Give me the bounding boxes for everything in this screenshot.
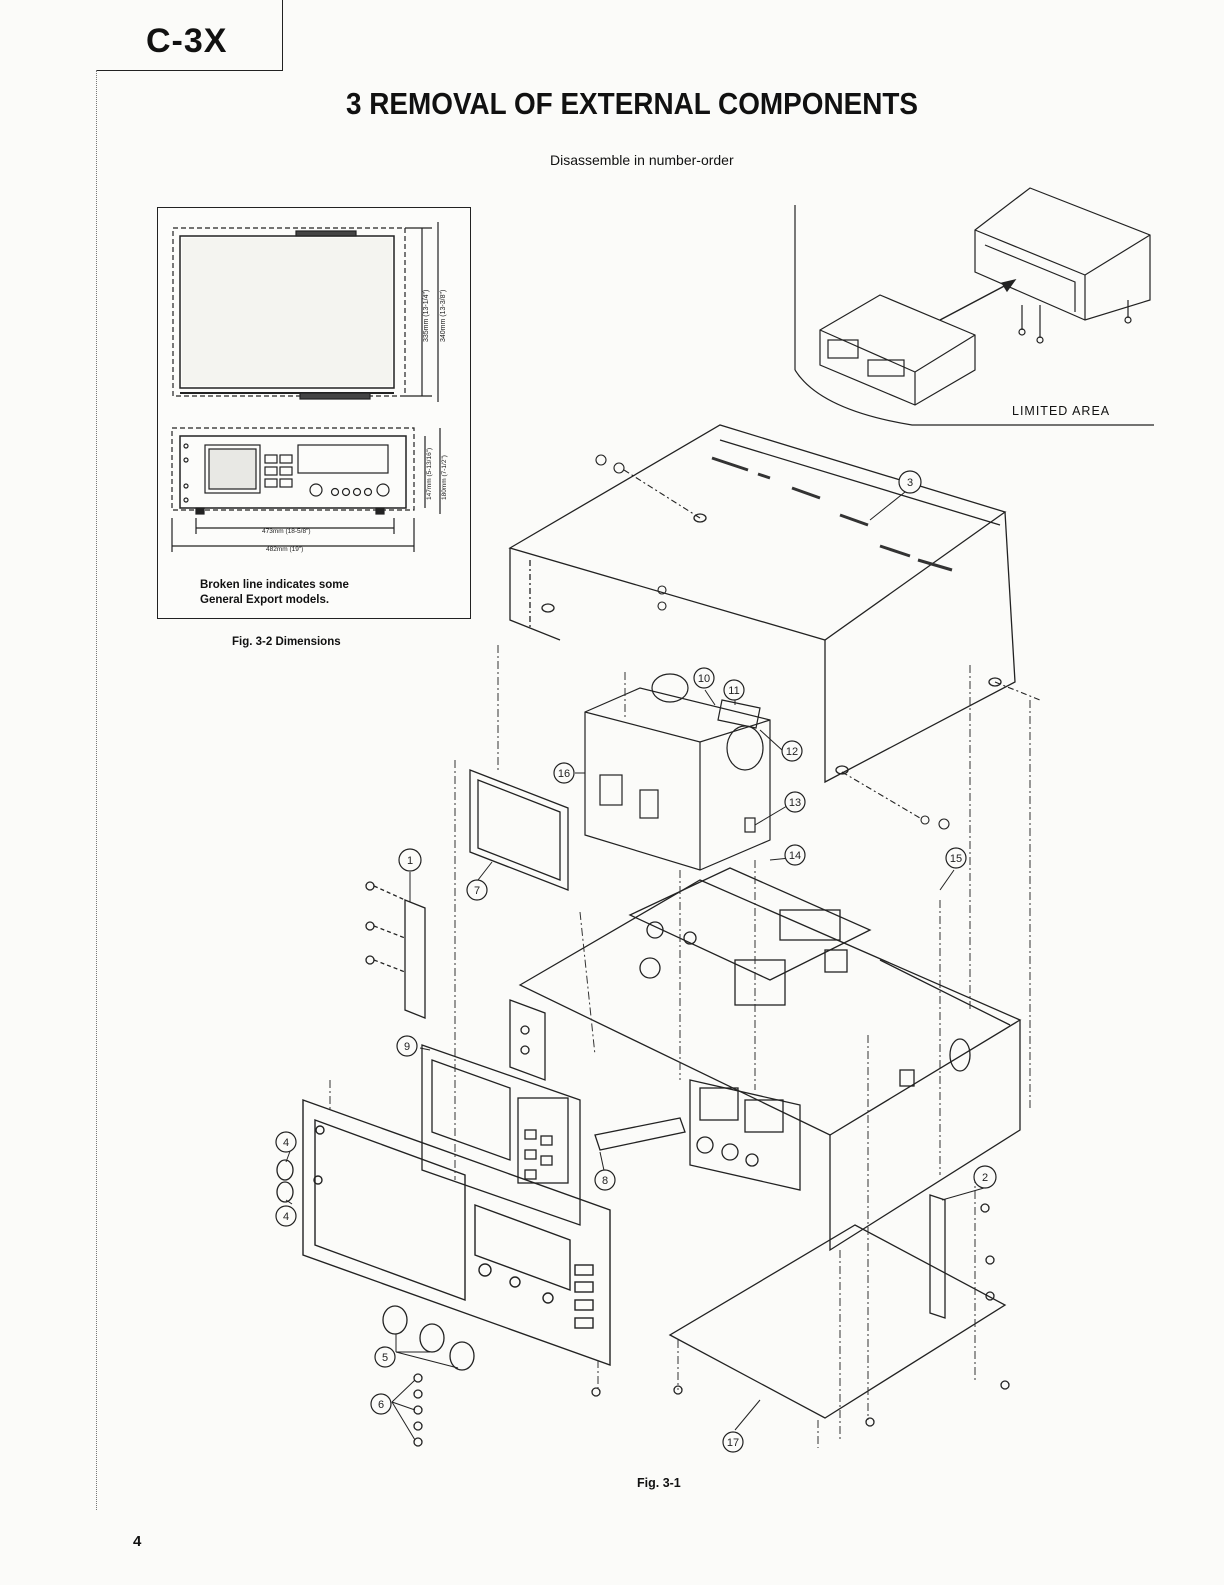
callout-7: 7	[467, 880, 487, 900]
limited-area-inset	[795, 188, 1154, 425]
svg-text:15: 15	[950, 853, 962, 865]
front-panel	[303, 1100, 610, 1365]
svg-text:2: 2	[982, 1172, 988, 1184]
top-view-dimension-labels: 335mm (13-1/4") 340mm (13-3/8")	[423, 290, 447, 342]
left-bracket	[366, 882, 425, 1018]
svg-text:14: 14	[789, 850, 801, 862]
callout-10: 10	[694, 668, 714, 688]
callout-4b: 4	[276, 1206, 296, 1226]
svg-text:10: 10	[698, 673, 710, 685]
svg-text:1: 1	[407, 855, 413, 867]
right-bracket-and-bottom	[592, 1195, 1009, 1426]
callout-13: 13	[785, 792, 805, 812]
dimensions-note-line-1: Broken line indicates some	[200, 578, 349, 593]
front-view-dimension-labels: 147mm (5-13/16") 180mm (7-1/2") 473mm (1…	[262, 448, 448, 553]
top-view-drawing	[173, 222, 438, 402]
svg-text:13: 13	[789, 797, 801, 809]
fig-3-1-caption: Fig. 3-1	[637, 1476, 681, 1490]
svg-text:16: 16	[558, 768, 570, 780]
svg-text:8: 8	[602, 1175, 608, 1187]
svg-text:5: 5	[382, 1352, 388, 1364]
callout-16: 16	[554, 763, 574, 783]
chassis	[520, 868, 1020, 1250]
fig-3-2-caption: Fig. 3-2 Dimensions	[232, 636, 341, 648]
cover-screws	[596, 455, 1040, 829]
svg-text:9: 9	[404, 1041, 410, 1053]
height-label-1: 147mm (5-13/16")	[426, 448, 433, 500]
callout-12: 12	[782, 741, 802, 761]
svg-text:7: 7	[474, 885, 480, 897]
callout-4a: 4	[276, 1132, 296, 1152]
callout-6: 6	[371, 1394, 391, 1414]
svg-text:6: 6	[378, 1399, 384, 1411]
callout-14: 14	[785, 845, 805, 865]
callout-15: 15	[946, 848, 966, 868]
height-label-2: 180mm (7-1/2")	[441, 455, 448, 500]
limited-area-label: LIMITED AREA	[1012, 404, 1110, 418]
callouts: 1 2 3 4 4 5 6 7 8 9 10 11 12 13 14 15 16…	[276, 471, 996, 1452]
width-label-2: 482mm (19")	[266, 546, 303, 553]
callout-5: 5	[375, 1347, 395, 1367]
cassette-mechanism	[585, 674, 770, 870]
depth-label-2: 340mm (13-3/8")	[440, 290, 447, 342]
svg-text:3: 3	[907, 477, 913, 489]
callout-3: 3	[899, 471, 921, 493]
callout-2: 2	[974, 1166, 996, 1188]
width-label-1: 473mm (18-5/8")	[262, 528, 311, 535]
dimensions-note: Broken line indicates some General Expor…	[200, 578, 349, 608]
callout-11: 11	[724, 680, 744, 700]
meter-board	[595, 1080, 800, 1190]
svg-text:4: 4	[283, 1211, 289, 1223]
page-number: 4	[133, 1533, 141, 1550]
svg-text:17: 17	[727, 1437, 739, 1449]
callout-8: 8	[595, 1170, 615, 1190]
svg-text:11: 11	[728, 685, 739, 697]
svg-text:4: 4	[283, 1137, 289, 1149]
dimensions-note-line-2: General Export models.	[200, 593, 349, 608]
top-cover	[510, 425, 1015, 782]
callout-17: 17	[723, 1432, 743, 1452]
svg-text:12: 12	[786, 746, 798, 758]
callout-9: 9	[397, 1036, 417, 1056]
depth-label-1: 335mm (13-1/4")	[423, 290, 430, 342]
callout-1: 1	[399, 849, 421, 871]
